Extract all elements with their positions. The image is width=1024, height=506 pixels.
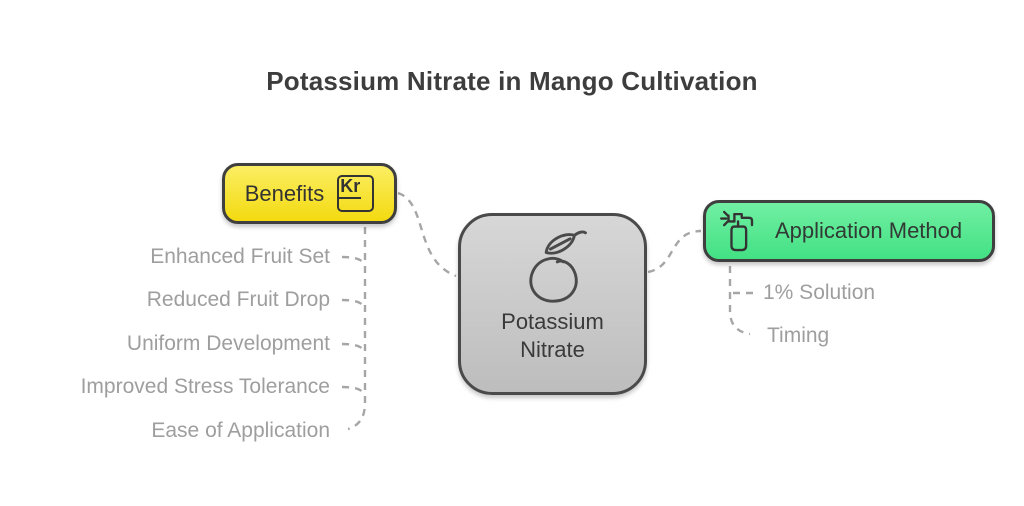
node-application-method[interactable]: Application Method	[703, 200, 995, 262]
benefit-item[interactable]: Enhanced Fruit Set	[150, 245, 330, 268]
benefits-item-branch	[341, 255, 365, 264]
connector-benefits-to-center	[397, 191, 457, 278]
node-potassium-nitrate[interactable]: Potassium Nitrate	[458, 213, 647, 395]
benefits-branch-line	[347, 227, 367, 431]
spray-bottle-icon	[720, 210, 754, 252]
center-node-label: Potassium Nitrate	[501, 309, 604, 362]
diagram-title: Potassium Nitrate in Mango Cultivation	[266, 66, 758, 96]
application-label: Application Method	[775, 218, 963, 243]
connector-center-to-application	[647, 229, 702, 274]
application-item[interactable]: Timing	[767, 324, 830, 347]
benefits-label: Benefits	[244, 180, 325, 206]
benefit-item[interactable]: Ease of Application	[151, 419, 330, 442]
benefits-item-branch	[341, 298, 365, 307]
application-item[interactable]: 1% Solution	[763, 281, 876, 304]
benefits-item-branch	[341, 342, 365, 351]
element-symbol-icon: Kr	[337, 175, 375, 212]
benefit-item[interactable]: Uniform Development	[126, 332, 330, 355]
benefit-item[interactable]: Improved Stress Tolerance	[80, 375, 330, 398]
node-benefits[interactable]: Benefits Kr	[222, 163, 397, 224]
mango-icon	[528, 230, 587, 303]
benefit-item[interactable]: Reduced Fruit Drop	[146, 288, 330, 311]
element-symbol-text: Kr	[339, 176, 362, 199]
benefits-item-branch	[341, 385, 365, 394]
application-branch-line	[728, 266, 751, 336]
